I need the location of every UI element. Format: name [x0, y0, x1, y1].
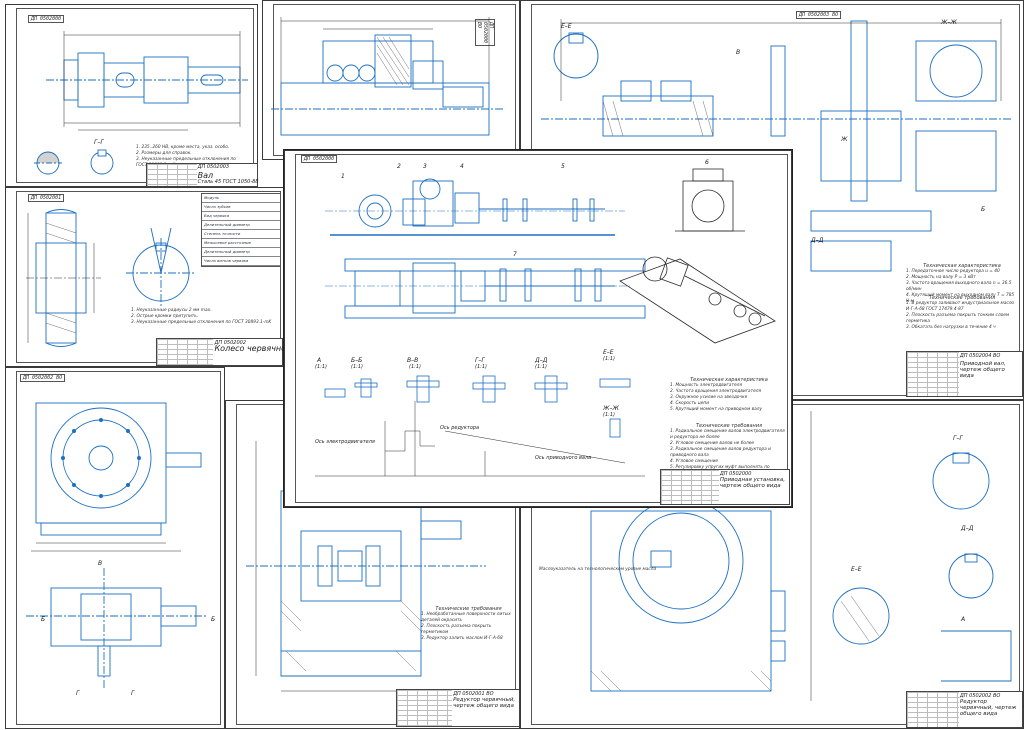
- drive-tech-characteristics: Техническая характеристика 1. Мощность э…: [670, 377, 768, 412]
- title-code: ДП 0502003: [197, 164, 230, 171]
- assembly-geometry: [271, 17, 503, 136]
- title-code: ДП 0502004 ВО: [959, 352, 1001, 359]
- view-label: Д–Д: [535, 357, 548, 364]
- tech-requirements: Технические требования 1. В редуктор зал…: [906, 295, 1015, 330]
- section-letter: Г: [131, 690, 135, 697]
- part-number: 7: [513, 251, 517, 258]
- sheet-frame: [16, 191, 281, 363]
- sheet-stamp: ДП 0502002 ВО: [20, 374, 66, 382]
- scale-label: (1:1): [409, 364, 421, 370]
- sheet-stamp: ДП 0502003 ВО: [796, 11, 842, 19]
- sheet-gearbox-left: ДП 0502002 ВО В Б Б Г Г: [5, 367, 225, 729]
- view-label: Ж–Ж: [603, 405, 619, 412]
- drive-unit-geometry: [315, 168, 776, 477]
- view-label: В–В: [407, 357, 419, 364]
- tech-characteristics: Техническая характеристика 1. Передаточн…: [906, 263, 1015, 304]
- axis-label: Ось электродвигателя: [315, 439, 375, 445]
- section-label: Г–Г: [94, 139, 104, 146]
- view-label: Б: [981, 206, 986, 213]
- scale-label: (1:1): [475, 364, 487, 370]
- view-label: Г–Г: [475, 357, 485, 364]
- sheet-frame: [295, 154, 788, 503]
- view-label: Д–Д: [811, 237, 824, 244]
- title-name: Приводная установка, чертеж общего вида: [719, 476, 786, 489]
- title-code: ДП 0502000: [719, 470, 752, 477]
- sheet-stamp: ДП 0502000: [28, 15, 65, 23]
- sheet-frame: [16, 371, 221, 725]
- view-label: Ж: [841, 136, 848, 143]
- sheet-frame: [16, 8, 254, 183]
- section-letter: Б: [41, 616, 46, 623]
- title-code: ДП 0502001 ВО: [453, 690, 494, 697]
- view-label: Г–Г: [953, 435, 963, 442]
- wheel-notes: 1. Неуказанные радиусы 2 мм max. 2. Остр…: [131, 308, 272, 325]
- part-number: 6: [705, 159, 709, 166]
- view-label: Б–Б: [351, 357, 363, 364]
- sheet-stamp: ДП 0502000: [301, 155, 338, 163]
- view-label: А: [961, 616, 966, 623]
- title-name: Колесо червячное: [214, 344, 291, 354]
- sheet-shaft-drawing: ДП 0502000 Г–Г 1. 2: [5, 4, 259, 187]
- view-label: Ж–Ж: [941, 19, 957, 26]
- scale-label: (1:1): [535, 364, 547, 370]
- scale-label: (1:1): [603, 412, 615, 418]
- title-name: Редуктор червячный, чертеж общего вида: [453, 697, 516, 710]
- title-block: ДП 0502002 Колесо червячное: [156, 338, 291, 366]
- title-code: ДП 0502002 ВО: [959, 692, 1001, 699]
- title-block: ДП 0502004 ВО Приводной вал, чертеж обще…: [906, 351, 1023, 397]
- section-letter: Б: [211, 616, 216, 623]
- title-material: Сталь 45 ГОСТ 1050-88: [197, 179, 259, 186]
- shaft-geometry: [34, 31, 248, 175]
- view-label: А: [317, 357, 322, 364]
- title-code: ДП 0502002: [214, 339, 247, 346]
- section-letter: Г: [76, 690, 80, 697]
- sheet-drive-unit: ДП 0502000: [284, 150, 792, 507]
- view-label: Е–Е: [603, 349, 614, 356]
- view-label: Е–Е: [561, 23, 572, 30]
- title-block: ДП 0502000 Приводная установка, чертеж о…: [660, 469, 790, 505]
- title-block: ДП 0502001 ВО Редуктор червячный, чертеж…: [396, 689, 520, 727]
- view-label: Д–Д: [961, 525, 974, 532]
- sheet-stamp: ДП 0502001: [28, 194, 65, 202]
- view-label: Е–Е: [851, 566, 862, 573]
- scale-label: (1:1): [603, 356, 615, 362]
- gearbox-requirements: Технические требования 1. Необработанные…: [421, 606, 511, 641]
- part-number: 3: [423, 163, 427, 170]
- part-number: 4: [460, 163, 464, 170]
- part-number: 5: [561, 163, 565, 170]
- title-name: Редуктор червячный, чертеж общего вида: [959, 699, 1017, 717]
- oil-level-note: Маслоуказатель на технологическом уровне…: [539, 567, 657, 572]
- part-number: 2: [397, 163, 401, 170]
- title-block: ДП 0502002 ВО Редуктор червячный, чертеж…: [906, 691, 1023, 728]
- title-name: Вал: [197, 170, 214, 180]
- scale-label: (1:1): [315, 364, 327, 370]
- part-number: 1: [341, 173, 345, 180]
- drive-shaft-geometry: [541, 19, 1011, 272]
- section-letter: В: [98, 560, 103, 567]
- title-block: ДП 0502003 Вал Сталь 45 ГОСТ 1050-88: [146, 163, 259, 187]
- wheel-params-table: Модуль Число зубьев Вид червяка Делитель…: [201, 193, 281, 267]
- axis-label: Ось редуктора: [440, 425, 480, 431]
- wheel-geometry: [26, 209, 196, 347]
- view-label: В: [736, 49, 741, 56]
- gearbox-left-geometry: [26, 402, 206, 688]
- scale-label: (1:1): [351, 364, 363, 370]
- sheet-assembly-drawing: ДП 0502000 ВО: [262, 0, 520, 160]
- axis-label: Ось приводного вала: [535, 455, 592, 461]
- sheet-wheel-drawing: ДП 0502001 Модуль Число: [5, 187, 291, 367]
- title-name: Приводной вал, чертеж общего вида: [959, 360, 1006, 379]
